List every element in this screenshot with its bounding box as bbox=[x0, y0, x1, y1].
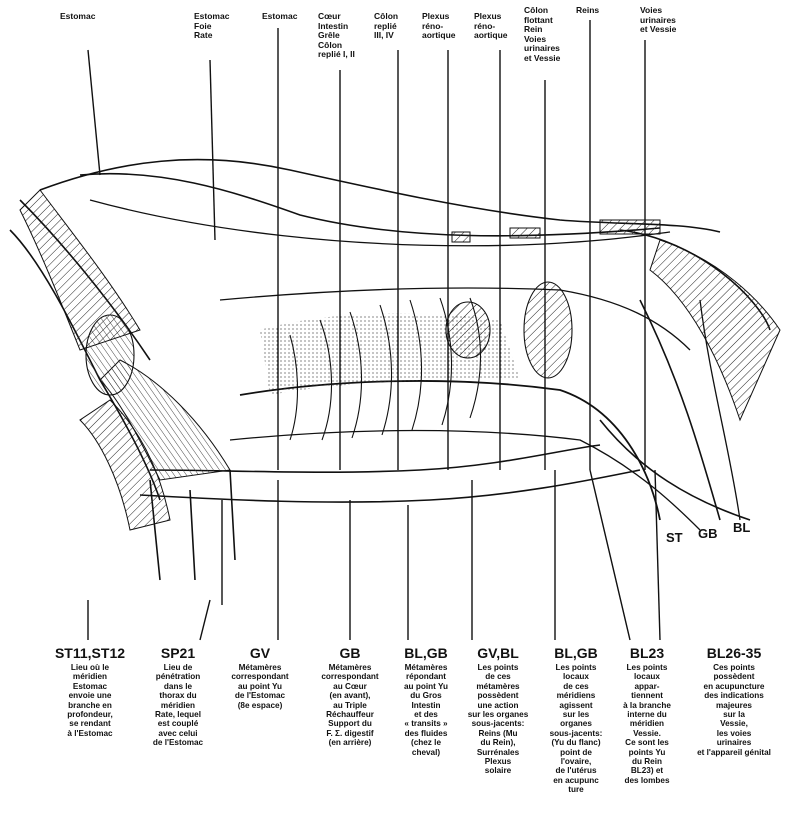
top-label-colon-replie: Côlon replié III, IV bbox=[374, 12, 398, 41]
top-label-reins: Reins bbox=[576, 6, 599, 16]
block-code: GV,BL bbox=[452, 645, 544, 661]
top-label-estomac: Estomac bbox=[60, 12, 95, 22]
block-code: ST11,ST12 bbox=[50, 645, 130, 661]
top-label-coeur-intestin: Cœur Intestin Grêle Côlon replié I, II bbox=[318, 12, 355, 60]
top-label-voies-urinaires: Voies urinaires et Vessie bbox=[640, 6, 676, 35]
top-label-colon-flottant: Côlon flottant Rein Voies urinaires et V… bbox=[524, 6, 560, 63]
curve-label-gb: GB bbox=[698, 526, 718, 541]
curve-label-bl: BL bbox=[733, 520, 750, 535]
top-label-plexus-2: Plexus réno- aortique bbox=[474, 12, 508, 41]
block-code: SP21 bbox=[140, 645, 216, 661]
block-code: BL,GB bbox=[538, 645, 614, 661]
curve-label-st: ST bbox=[666, 530, 683, 545]
block-code: BL23 bbox=[612, 645, 682, 661]
block-code: BL26-35 bbox=[682, 645, 786, 661]
spinal-segments bbox=[452, 220, 660, 242]
top-label-plexus-1: Plexus réno- aortique bbox=[422, 12, 456, 41]
block-code: GV bbox=[222, 645, 298, 661]
top-label-estomac-2: Estomac bbox=[262, 12, 297, 22]
top-label-estomac-foie-rate: Estomac Foie Rate bbox=[194, 12, 229, 41]
block-code: GB bbox=[308, 645, 392, 661]
